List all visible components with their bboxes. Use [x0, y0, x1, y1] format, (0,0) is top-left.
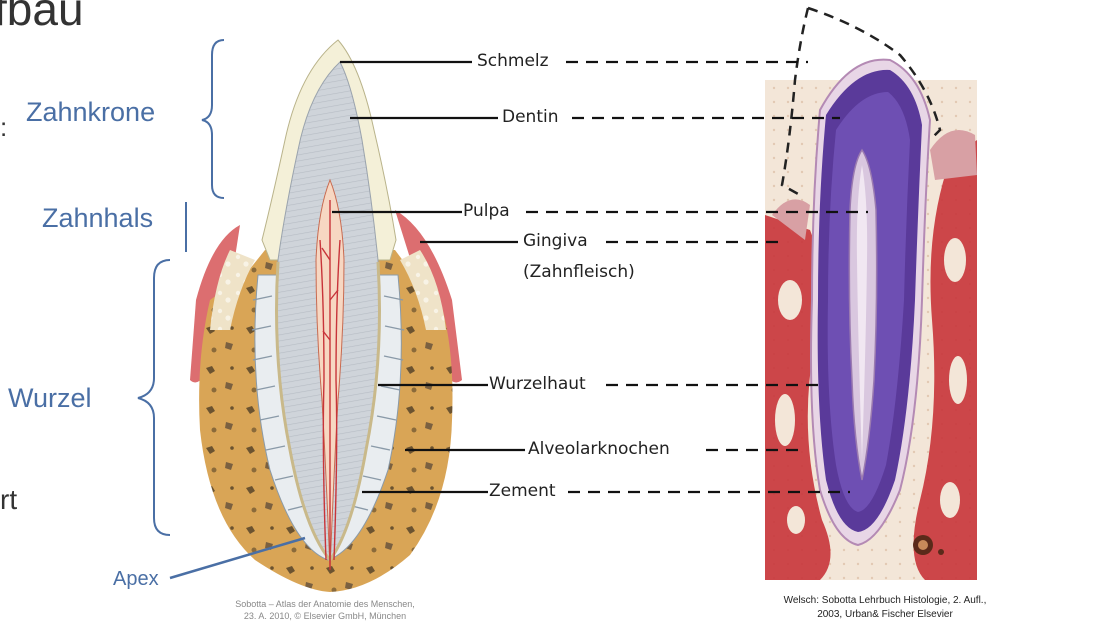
brace-crown: [201, 39, 225, 199]
left-edge-fragment: rt: [0, 484, 18, 515]
credit-left-line1: Sobotta – Atlas der Anatomie des Mensche…: [235, 599, 415, 609]
credit-right-line2: 2003, Urban& Fischer Elsevier: [817, 609, 953, 620]
tooth-illustration-left: [190, 39, 462, 592]
apex-pointer: [169, 536, 306, 580]
label-gingiva-sub: (Zahnfleisch): [522, 262, 636, 282]
enamel-outline-dashed: [780, 6, 942, 197]
credit-right-line1: Welsch: Sobotta Lehrbuch Histologie, 2. …: [783, 595, 987, 606]
brace-root: [137, 259, 171, 536]
credit-right: Welsch: Sobotta Lehrbuch Histologie, 2. …: [730, 594, 1040, 622]
label-root-membrane: Wurzelhaut: [488, 374, 587, 394]
label-pulp: Pulpa: [462, 201, 511, 221]
label-root: Wurzel: [8, 383, 92, 413]
histology-image-right: [765, 58, 977, 580]
label-dentin: Dentin: [501, 107, 560, 127]
label-apex: Apex: [113, 568, 159, 590]
label-neck: Zahnhals: [42, 203, 154, 233]
credit-left: Sobotta – Atlas der Anatomie des Mensche…: [200, 598, 450, 622]
label-enamel: Schmelz: [476, 51, 550, 71]
label-alveolar-bone: Alveolarknochen: [527, 439, 671, 459]
label-cementum: Zement: [488, 481, 557, 501]
page-title: fbau: [0, 0, 84, 35]
leader-lines-dashed: [526, 60, 868, 494]
credit-left-line2: 23. A. 2010, © Elsevier GmbH, München: [243, 611, 407, 621]
label-gingiva: Gingiva: [522, 231, 589, 251]
leader-lines-solid: [332, 60, 525, 494]
left-edge-fragment: :: [0, 112, 8, 142]
label-crown: Zahnkrone: [26, 97, 156, 127]
